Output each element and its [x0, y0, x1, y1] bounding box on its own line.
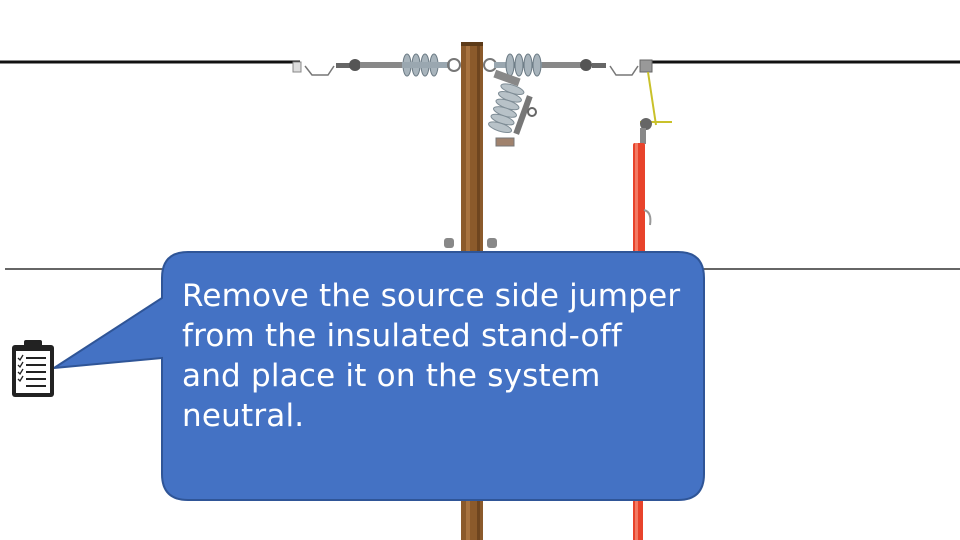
left-dead-end-insulator — [292, 53, 461, 77]
hot-stick — [633, 71, 672, 540]
callout-bubble — [53, 251, 705, 501]
cutout-fuse — [488, 69, 537, 147]
callout-instruction-text: Remove the source side jumper from the i… — [182, 278, 681, 434]
right-dead-end-insulator — [483, 53, 653, 77]
checklist-clipboard-icon — [12, 340, 54, 397]
neutral-attachments — [444, 238, 497, 248]
